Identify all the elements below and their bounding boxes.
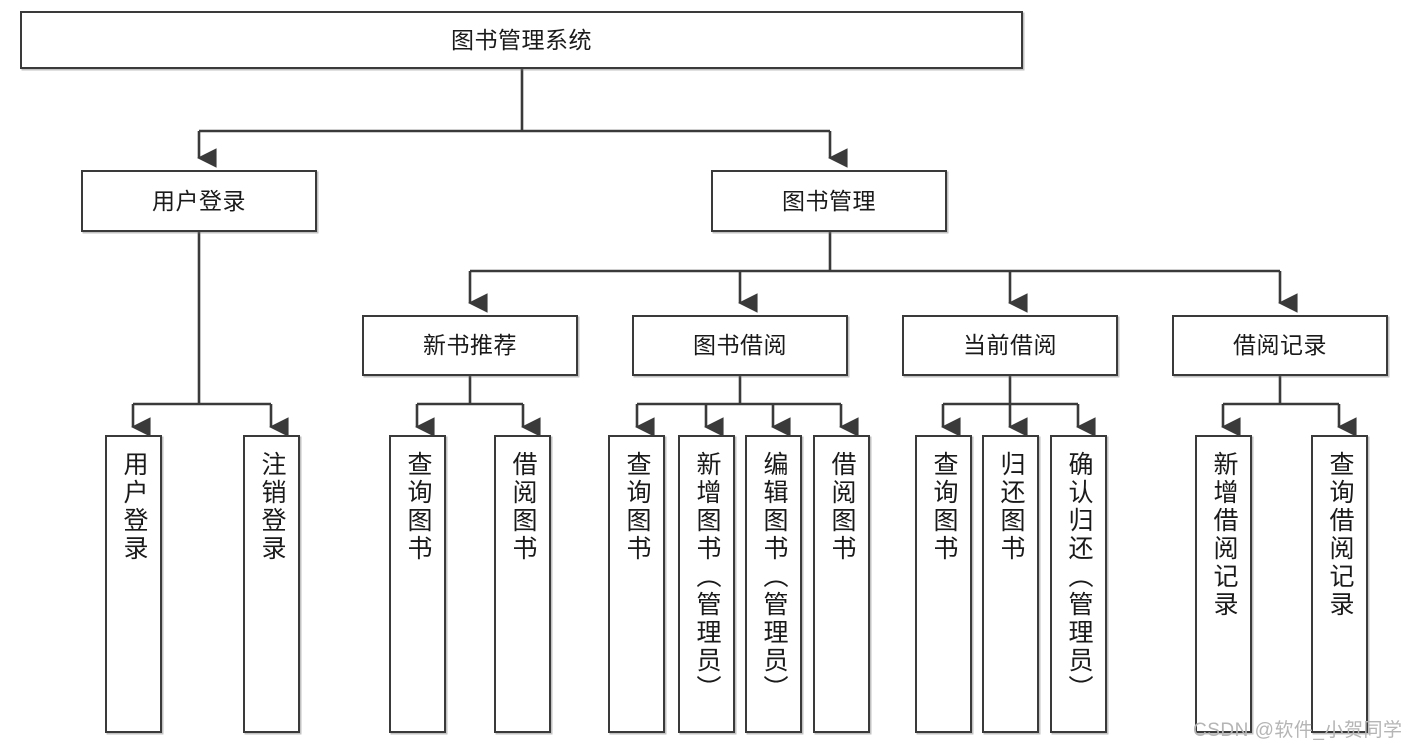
leaf-borrow-book[interactable]: 借阅图书 (813, 435, 870, 733)
leaf-borrow-book-recommend[interactable]: 借阅图书 (494, 435, 551, 733)
node-current-borrow[interactable]: 当前借阅 (902, 315, 1118, 376)
leaf-logout[interactable]: 注销登录 (243, 435, 300, 733)
node-user-login[interactable]: 用户登录 (81, 170, 317, 232)
node-label: 图书管理 (782, 187, 876, 214)
node-borrow-record[interactable]: 借阅记录 (1172, 315, 1388, 376)
csdn-watermark: CSDN @软件_小贺同学 (1193, 720, 1403, 741)
leaf-add-book-admin[interactable]: 新增图书（管理员） (678, 435, 735, 733)
leaf-user-login[interactable]: 用户登录 (105, 435, 162, 733)
node-label: 注销登录 (258, 451, 286, 563)
node-root[interactable]: 图书管理系统 (20, 11, 1023, 69)
node-book-borrow[interactable]: 图书借阅 (632, 315, 848, 376)
node-label: 图书借阅 (693, 332, 787, 359)
node-label: 新书推荐 (423, 332, 517, 359)
node-label: 借阅记录 (1233, 332, 1327, 359)
leaf-query-book-recommend[interactable]: 查询图书 (389, 435, 446, 733)
node-label: 图书管理系统 (451, 26, 592, 53)
node-label: 借阅图书 (828, 451, 856, 563)
leaf-confirm-return-admin[interactable]: 确认归还（管理员） (1050, 435, 1107, 733)
node-label: 编辑图书（管理员） (760, 451, 788, 703)
node-label: 新增图书（管理员） (693, 451, 721, 703)
leaf-return-book[interactable]: 归还图书 (982, 435, 1039, 733)
leaf-query-borrow-record[interactable]: 查询借阅记录 (1311, 435, 1368, 733)
node-label: 用户登录 (120, 451, 148, 563)
node-label: 新增借阅记录 (1210, 451, 1238, 619)
leaf-query-book-current[interactable]: 查询图书 (915, 435, 972, 733)
node-label: 查询图书 (930, 451, 958, 563)
node-label: 查询借阅记录 (1326, 451, 1354, 619)
leaf-add-borrow-record[interactable]: 新增借阅记录 (1195, 435, 1252, 733)
leaf-edit-book-admin[interactable]: 编辑图书（管理员） (745, 435, 802, 733)
leaf-query-book[interactable]: 查询图书 (608, 435, 665, 733)
node-label: 当前借阅 (963, 332, 1057, 359)
node-label: 查询图书 (404, 451, 432, 563)
node-label: 用户登录 (152, 187, 246, 214)
node-label: 查询图书 (623, 451, 651, 563)
node-new-book-recommend[interactable]: 新书推荐 (362, 315, 578, 376)
node-label: 借阅图书 (509, 451, 537, 563)
node-label: 确认归还（管理员） (1065, 451, 1093, 703)
node-label: 归还图书 (997, 451, 1025, 563)
node-book-management[interactable]: 图书管理 (711, 170, 947, 232)
